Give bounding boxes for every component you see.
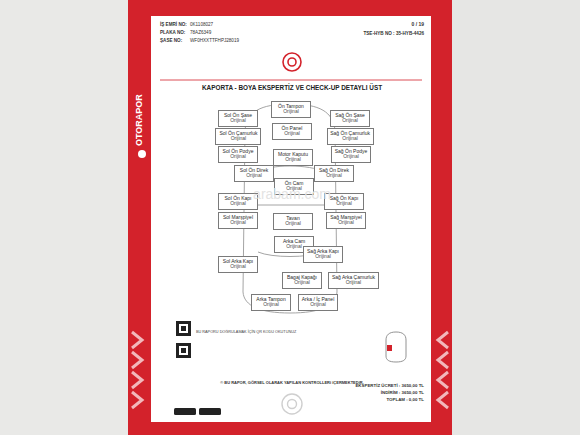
part-status: Orijinal [238,173,271,179]
part-status: Orijinal [307,254,340,260]
part-box: Sağ MarşpiyelOrijinal [326,212,366,229]
part-box: Sol Ön PodyeOrijinal [218,146,258,163]
part-box: Bagaj KapağıOrijinal [282,272,322,289]
part-box: Sol Ön ŞaseOrijinal [218,110,258,127]
part-box: Sağ Ön PodyeOrijinal [331,146,371,163]
report-label: TSE-HYB NO : 35-HYB-4426 [364,31,425,36]
part-box: Sol Arka KapıOrijinal [218,256,258,273]
part-box: Sol Ön DirekOrijinal [234,165,274,182]
part-status: Orijinal [286,280,319,286]
report-label: 78AZ6349 [190,30,211,35]
report-label: PLAKA NO: [160,30,185,35]
qr-codes [176,321,191,358]
part-box: Sol Ön ÇamurlukOrijinal [215,128,261,145]
part-status: Orijinal [275,109,308,115]
part-status: Orijinal [330,136,370,142]
report-label: arabam.com [253,186,331,202]
report-label: İNDİRİM : 3650,00 TL [381,390,424,395]
photo-ground [452,0,580,435]
part-status: Orijinal [277,221,310,227]
report-label: TOPLAM : 0,00 TL [387,397,425,402]
part-box: TavanOrijinal [273,213,313,230]
part-box: Sağ Arka KapıOrijinal [303,246,343,263]
store-badges [174,408,221,415]
title-rule [160,80,422,81]
report-label: EKSPERTİZ ÜCRETİ : 3650,00 TL [355,383,424,388]
report-label: İŞ EMRİ NO: [160,22,187,27]
report-title: KAPORTA - BOYA EKSPERTİZ VE CHECK-UP DET… [202,84,382,91]
part-status: Orijinal [222,220,255,226]
part-box: Sol Ön KapıOrijinal [218,193,258,210]
logo-dot [138,150,146,158]
paper-frame [128,0,452,435]
paper-sheet [151,16,431,422]
car-icon [386,332,406,362]
part-box: Ön PanelOrijinal [272,123,312,140]
report-label: © BU RAPOR, GÖRSEL OLARAK YAPILAN KONTRO… [220,381,364,386]
report-label: WF0HXXTTFHPJ28019 [190,38,239,43]
part-status: Orijinal [334,118,367,124]
report-label: BU RAPORU DOĞRULAMAK İÇİN QR KODU OKUTUN… [196,330,296,334]
part-status: Orijinal [335,154,368,160]
part-box: Sağ Arka ÇamurlukOrijinal [328,272,379,289]
report-label: 0 / 19 [411,22,424,28]
part-status: Orijinal [219,136,258,142]
part-status: Orijinal [328,201,361,207]
report-label: ŞASE NO: [160,38,182,43]
part-status: Orijinal [222,264,255,270]
top-logo [283,53,301,71]
part-box: Sol MarşpiyelOrijinal [218,212,258,229]
part-box: Sağ Ön ŞaseOrijinal [330,110,370,127]
part-status: Orijinal [255,302,288,308]
part-box: Sağ Ön ÇamurlukOrijinal [327,128,374,145]
part-status: Orijinal [222,201,255,207]
brand-logo-text: OTORAPOR [134,94,144,146]
part-box: Arka TamponOrijinal [251,294,291,311]
part-box: Arka / İç PanelOrijinal [298,294,338,311]
part-status: Orijinal [330,220,363,226]
part-status: Orijinal [318,173,351,179]
part-box: Motor KaputuOrijinal [273,149,313,166]
part-status: Orijinal [222,154,255,160]
part-status: Orijinal [277,157,310,163]
part-status: Orijinal [331,280,375,286]
report-label: 0K1108027 [190,22,213,27]
photo-ground [0,0,128,435]
part-status: Orijinal [222,118,255,124]
part-status: Orijinal [276,131,309,137]
part-box: Sağ Ön DirekOrijinal [314,165,354,182]
part-box: Ön TamponOrijinal [271,101,311,118]
part-status: Orijinal [302,302,335,308]
bottom-logo [282,394,302,414]
